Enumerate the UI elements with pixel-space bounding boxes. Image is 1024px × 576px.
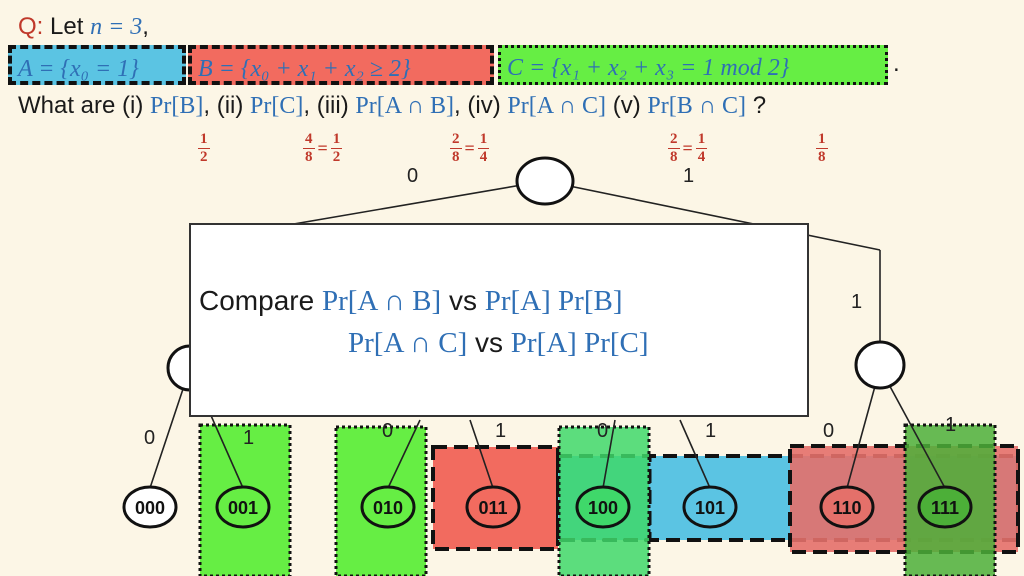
leaf-edge-label-2: 0 — [382, 420, 394, 442]
leaf-label-000: 000 — [135, 498, 165, 518]
set-a-text: A = {x₀ = 1} — [18, 56, 139, 82]
set-b-definition: B = {x₀ + x₁ + x₂ ≥ 2} — [188, 45, 494, 85]
leaf-edge-label-7: 1 — [945, 414, 957, 436]
compare-word: Compare — [199, 285, 315, 316]
compare-1-left: Pr[A ∩ B] — [321, 285, 442, 317]
set-a-definition: A = {x₀ = 1} — [8, 45, 186, 85]
leaf-edge-label-5: 1 — [705, 420, 717, 442]
root-edge-left-label: 0 — [407, 165, 419, 187]
sep-4: , (iv) — [454, 92, 501, 119]
answer-5-den: 8 — [818, 149, 826, 165]
leaf-label-010: 010 — [373, 498, 403, 518]
compare-vs-2: vs — [475, 327, 504, 358]
root-edge-right-label: 1 — [683, 165, 695, 187]
answer-1-num: 1 — [198, 131, 210, 149]
n-assignment: n = 3 — [90, 14, 143, 40]
right-internal-node — [854, 340, 906, 390]
leaf-node-011 — [465, 485, 521, 529]
answer-3-den2: 4 — [479, 149, 488, 165]
leaf-node-101 — [682, 485, 738, 529]
answer-3-den: 8 — [452, 149, 460, 165]
answer-3-eq: = — [464, 138, 475, 158]
answer-4-num2: 1 — [695, 131, 708, 149]
question-line-1: Q: Let n = 3, — [18, 13, 149, 41]
question-4: Pr[A ∩ C] — [507, 93, 607, 119]
leaf-label-001: 001 — [228, 498, 258, 518]
let-text: Let — [50, 13, 84, 40]
question-3: Pr[A ∩ B] — [355, 93, 455, 119]
answer-5-num: 1 — [816, 131, 828, 149]
answer-2-den: 8 — [305, 149, 313, 165]
sep-2: , (ii) — [203, 92, 244, 119]
leaf-label-100: 100 — [588, 498, 618, 518]
answer-4-den: 8 — [670, 149, 678, 165]
compare-2-left: Pr[A ∩ C] — [348, 327, 468, 359]
set-b-text: B = {x₀ + x₁ + x₂ ≥ 2} — [198, 56, 411, 82]
leaf-label-111: 111 — [931, 498, 959, 518]
question-line-3: What are (i) Pr[B], (ii) Pr[C], (iii) Pr… — [18, 92, 766, 120]
leaf-node-100 — [575, 485, 631, 529]
comma: , — [142, 13, 149, 40]
question-5: Pr[B ∩ C] — [647, 93, 747, 119]
answer-2-eq: = — [317, 138, 328, 158]
leaf-label-110: 110 — [832, 498, 861, 518]
answer-2-den2: 2 — [332, 149, 341, 165]
compare-line-1: Compare Pr[A ∩ B] vs Pr[A] Pr[B] — [199, 285, 623, 318]
leaf-node-010 — [360, 485, 416, 529]
period: . — [893, 50, 900, 77]
set-c-definition: C = {x₁ + x₂ + x₃ = 1 mod 2} — [498, 45, 888, 85]
compare-popup: Compare Pr[A ∩ B] vs Pr[A] Pr[B] Pr[A ∩ … — [189, 223, 809, 417]
leaf-label-101: 101 — [695, 498, 725, 518]
question-2: Pr[C] — [250, 93, 304, 119]
sep-3: , (iii) — [303, 92, 349, 119]
answer-2-num: 4 — [303, 131, 315, 149]
leaf-edge-label-6: 0 — [823, 420, 835, 442]
leaf-node-110 — [819, 485, 875, 529]
compare-line-2: Pr[A ∩ C] vs Pr[A] Pr[C] — [348, 327, 649, 360]
right-subtree-edge-label: 1 — [851, 291, 863, 313]
leaf-edge-label-0: 0 — [144, 427, 156, 449]
compare-vs-1: vs — [448, 285, 477, 316]
answer-4-den2: 4 — [697, 149, 706, 165]
q-label: Q: — [18, 13, 44, 40]
question-1: Pr[B] — [150, 93, 204, 119]
root-node — [515, 156, 575, 206]
leaf-node-111 — [917, 485, 973, 529]
leaf-node-000 — [122, 485, 178, 529]
answer-3-num2: 1 — [477, 131, 490, 149]
answer-1-den: 2 — [200, 149, 208, 165]
leaf-edge-label-4: 0 — [597, 420, 609, 442]
leaf-edge-label-1: 1 — [243, 427, 255, 449]
leaf-edge-label-3: 1 — [495, 420, 507, 442]
compare-1-right: Pr[A] Pr[B] — [484, 285, 623, 317]
what-are-text: What are (i) — [18, 92, 144, 119]
leaf-nodes: 000 001 010 011 100 101 110 111 — [122, 485, 973, 529]
answer-4-eq: = — [682, 138, 693, 158]
set-c-text: C = {x₁ + x₂ + x₃ = 1 mod 2} — [507, 55, 790, 81]
sep-5: (v) — [606, 92, 641, 119]
answer-2-num2: 1 — [330, 131, 343, 149]
answer-4-num: 2 — [668, 131, 680, 149]
leaf-label-011: 011 — [478, 498, 507, 518]
compare-2-right: Pr[A] Pr[C] — [510, 327, 649, 359]
question-end: ? — [746, 92, 767, 119]
answer-3-num: 2 — [450, 131, 462, 149]
leaf-node-001 — [215, 485, 271, 529]
